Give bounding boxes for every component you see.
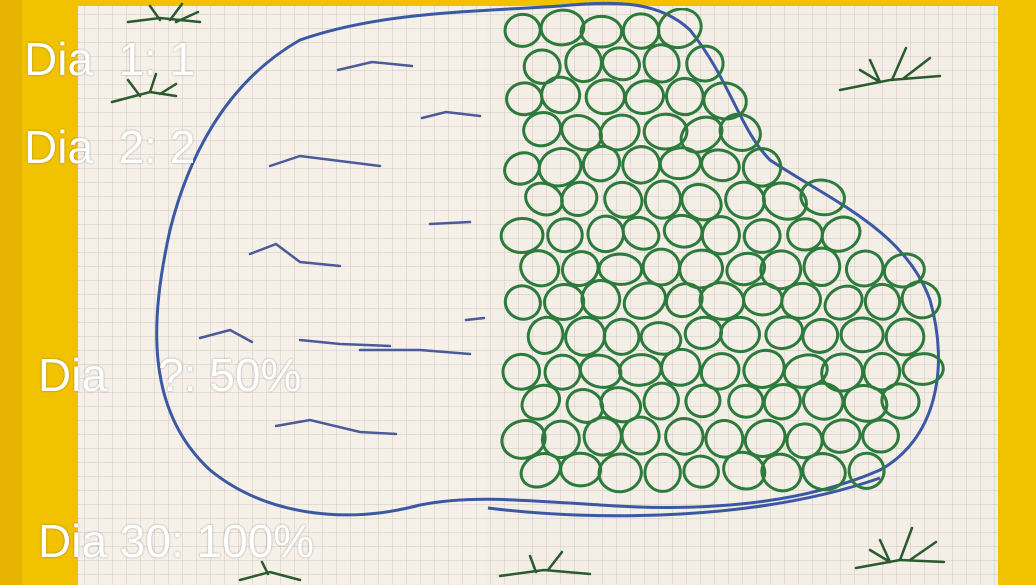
left-board-shadow [0, 0, 22, 585]
caption-day-30: Dia 30: 100% [38, 518, 314, 564]
left-paper-sheet [78, 6, 488, 585]
caption-day-2: Dia 2: 2 [24, 124, 195, 170]
caption-day-half: Dia ?: 50% [38, 352, 301, 398]
caption-day-1: Dia 1: 1 [24, 36, 195, 82]
